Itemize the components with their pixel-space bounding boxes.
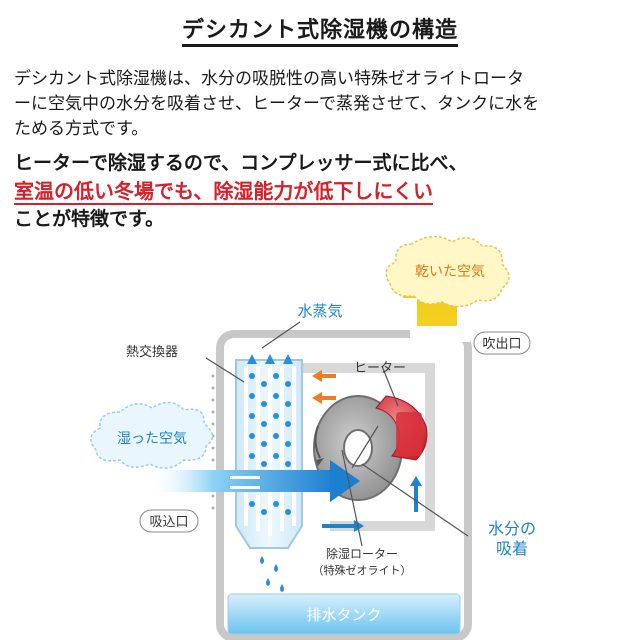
internal-duct [300, 363, 435, 531]
heater-element [375, 395, 428, 461]
dry-air-label: 乾いた空気 [415, 264, 485, 280]
water-drops [260, 556, 284, 592]
pointer-lines [205, 357, 469, 547]
outlet-label: 吹出口 [482, 337, 521, 352]
rotor-label-line1: 除湿ローター [326, 546, 398, 561]
vapor-label: 水蒸気 [297, 302, 342, 320]
feature-statement: ヒーターで除湿するので、コンプレッサー式に比べ、 室温の低い冬場でも、除湿能力が… [14, 149, 632, 233]
tank-label: 排水タンク [306, 606, 381, 624]
vapor-pointer [261, 321, 301, 349]
heat-exchanger [235, 354, 303, 549]
feature-highlight: 室温の低い冬場でも、除湿能力が低下しにくい [14, 177, 632, 205]
description-line: デシカント式除湿機は、水分の吸脱性の高い特殊ゼオライトロータ [14, 69, 524, 89]
absorb-label-line1: 水分の [488, 519, 536, 538]
feature-line: ヒーターで除湿するので、コンプレッサー式に比べ、 [14, 152, 468, 174]
page-title: デシカント式除湿機の構造 [0, 12, 640, 47]
dry-air-callout: 乾いた空気 [385, 236, 510, 308]
return-air-arrow [322, 476, 422, 532]
absorb-label-line2: 吸着 [496, 539, 528, 558]
humid-air-label: 湿った空気 [117, 431, 187, 447]
description-line: ーに空気中の水分を吸着させ、ヒーターで蒸発させて、タンクに水を [14, 94, 540, 114]
feature-line: ことが特徴です。 [14, 208, 165, 230]
hot-air-arrows [312, 370, 336, 404]
humid-air-arrow [148, 460, 360, 502]
dehumidifier-diagram: 乾いた空気 [90, 236, 536, 640]
heater-label: ヒーター [354, 361, 406, 376]
rotor-label-line2: （特殊ゼオライト） [313, 563, 412, 577]
humid-air-callout: 湿った空気 [90, 401, 214, 469]
description-line: ためる方式です。 [14, 119, 149, 139]
page-title-text: デシカント式除湿機の構造 [181, 18, 458, 47]
inlet-label-box: 吸込口 [139, 509, 199, 533]
feature-highlight-text: 室温の低い冬場でも、除湿能力が低下しにくい [14, 179, 433, 205]
drain-tank: 排水タンク [227, 593, 461, 635]
inlet-label: 吸込口 [149, 515, 188, 530]
outlet-opening [410, 326, 470, 342]
heat-exchanger-label: 熱交換器 [126, 344, 178, 360]
outlet-label-box: 吹出口 [473, 331, 531, 355]
description-paragraph: デシカント式除湿機は、水分の吸脱性の高い特殊ゼオライトロータ ーに空気中の水分を… [14, 67, 632, 142]
